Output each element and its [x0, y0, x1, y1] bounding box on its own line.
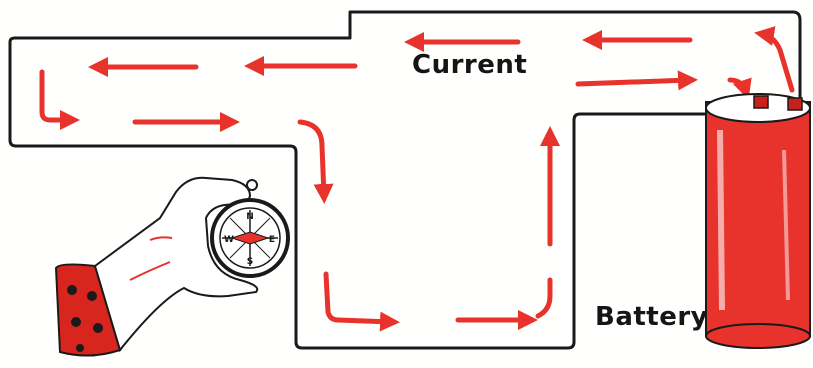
current-arrow	[727, 77, 752, 100]
current-arrow	[297, 119, 334, 204]
battery-terminal-left	[753, 95, 769, 109]
battery-terminal-right	[787, 97, 803, 111]
compass-east: E	[269, 235, 275, 245]
current-arrow	[575, 70, 698, 91]
current-arrow	[754, 26, 795, 93]
current-arrows	[39, 26, 795, 332]
compass-needle	[230, 231, 270, 245]
current-arrow	[39, 69, 80, 130]
battery-bottom	[705, 323, 811, 349]
circuit-wire	[8, 10, 802, 350]
battery-icon	[705, 93, 811, 349]
compass-west: W	[224, 235, 234, 245]
compass-south: S	[247, 257, 253, 267]
current-arrow	[535, 277, 553, 319]
hand-shape	[93, 176, 259, 353]
current-label: Current	[412, 50, 528, 80]
compass-icon: N S E W	[210, 179, 290, 278]
compass-north: N	[246, 212, 254, 222]
battery-label: Battery	[595, 302, 709, 332]
hand-icon	[54, 176, 259, 357]
current-arrow	[323, 271, 400, 332]
